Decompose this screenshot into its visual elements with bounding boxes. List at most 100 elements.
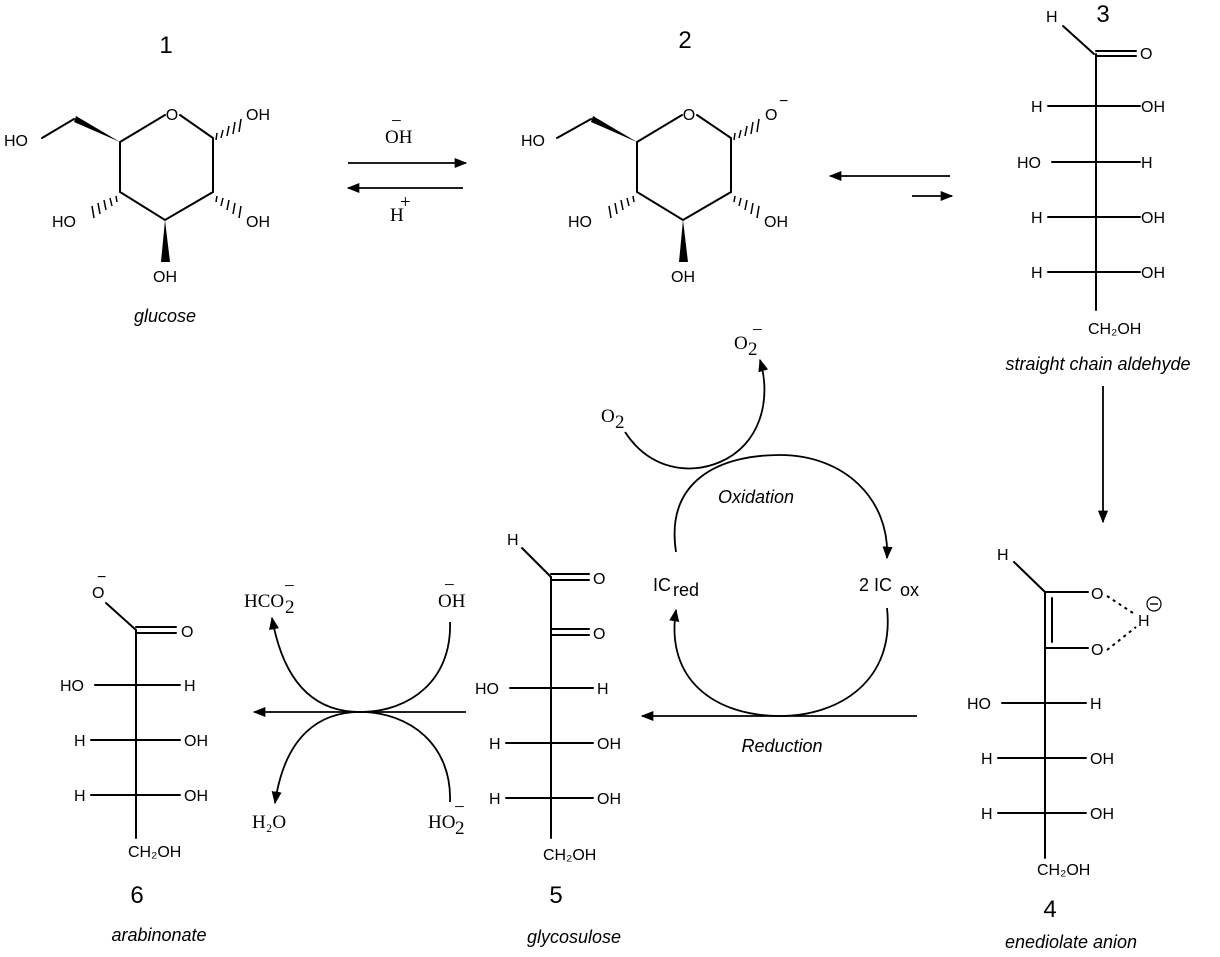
atom-label: O xyxy=(1140,46,1152,63)
wedge-bond xyxy=(679,220,688,262)
atom-label: OH xyxy=(184,788,208,805)
formate-label: HCO xyxy=(244,591,284,612)
atom-label: H xyxy=(507,532,519,549)
atom-label: O xyxy=(181,624,193,641)
compound-3-name: straight chain aldehyde xyxy=(1005,354,1190,374)
atom-label: OH xyxy=(1090,806,1114,823)
oxygen-label: O xyxy=(601,406,615,427)
compound-4-name: enediolate anion xyxy=(1005,932,1137,952)
compound-2-number: 2 xyxy=(678,27,691,54)
atom-label: HO xyxy=(967,696,991,713)
compound-1-name: glucose xyxy=(134,306,196,326)
compound-2: 2 O HO O − OH OH HO xyxy=(521,27,788,286)
atom-label: CH₂OH xyxy=(128,844,181,861)
oxidation-label: Oxidation xyxy=(718,487,794,507)
atom-label: H xyxy=(1141,155,1153,172)
atom-label: HO xyxy=(475,681,499,698)
catalyst-reduced-sub: red xyxy=(673,580,699,600)
atom-label: HO xyxy=(568,214,592,231)
atom-label: O xyxy=(92,585,104,602)
compound-3: 3 H O H OH HO H H OH H OH CH₂OH straight… xyxy=(1005,1,1190,374)
hash-bond xyxy=(91,195,118,219)
compound-6-number: 6 xyxy=(130,882,143,909)
cleavage-step: HCO 2 − OH − H₂O HO 2 − xyxy=(244,575,466,839)
atom-label: OH xyxy=(246,107,270,124)
atom-label: HO xyxy=(52,214,76,231)
compound-5-number: 5 xyxy=(549,882,562,909)
compound-5-name: glycosulose xyxy=(527,927,621,947)
water-label: H₂O xyxy=(252,812,286,833)
superoxide-label: O xyxy=(734,333,748,354)
atom-label: H xyxy=(1031,210,1043,227)
hydroxide-label: OH xyxy=(438,591,466,612)
svg-text:−: − xyxy=(454,797,465,818)
atom-label: O xyxy=(593,626,605,643)
svg-text:2: 2 xyxy=(748,339,758,360)
atom-label: OH xyxy=(1141,210,1165,227)
atom-label: H xyxy=(597,681,609,698)
atom-label: H xyxy=(981,751,993,768)
compound-1-number: 1 xyxy=(159,32,172,59)
compound-3-number: 3 xyxy=(1096,1,1109,28)
compound-1: 1 O HO OH OH OH HO glucose xyxy=(4,32,270,326)
atom-label: HO xyxy=(1017,155,1041,172)
catalyst-reduced: IC xyxy=(653,575,671,595)
atom-label: H xyxy=(489,736,501,753)
compound-5: H O O HO H H OH H OH CH₂OH 5 glycosulose xyxy=(475,532,621,947)
atom-label: H xyxy=(1031,265,1043,282)
atom-label: H xyxy=(1138,613,1150,630)
atom-label: H xyxy=(997,547,1009,564)
compound-6: O − O HO H H OH H OH CH₂OH 6 arabinonate xyxy=(60,569,208,945)
atom-label: OH xyxy=(597,736,621,753)
svg-text:2: 2 xyxy=(285,597,295,618)
svg-text:+: + xyxy=(400,192,411,213)
catalytic-cycle: O 2 O 2 − Oxidation IC red 2 IC ox Reduc… xyxy=(601,320,919,756)
atom-label: CH₂OH xyxy=(1088,321,1141,338)
compound-6-name: arabinonate xyxy=(111,925,206,945)
ring-oxygen: O xyxy=(683,107,695,124)
atom-label: O xyxy=(1091,586,1103,603)
atom-label: OH xyxy=(246,214,270,231)
wedge-bond xyxy=(161,220,170,262)
hash-bond xyxy=(733,118,760,141)
wedge-bond xyxy=(74,116,120,142)
hash-bond xyxy=(733,195,760,219)
atom-label: OH xyxy=(153,269,177,286)
atom-label: H xyxy=(981,806,993,823)
atom-label: O xyxy=(593,571,605,588)
atom-label: HO xyxy=(60,678,84,695)
atom-label: OH xyxy=(1090,751,1114,768)
wedge-bond xyxy=(591,116,637,142)
atom-label: H xyxy=(1090,696,1102,713)
peroxide-label: HO xyxy=(428,812,455,833)
atom-label: HO xyxy=(521,133,545,150)
atom-label: O xyxy=(1091,642,1103,659)
atom-label: O xyxy=(765,107,777,124)
atom-label: H xyxy=(74,788,86,805)
charge-minus: − xyxy=(97,569,106,586)
atom-label: OH xyxy=(597,791,621,808)
atom-label: CH₂OH xyxy=(1037,862,1090,879)
hydroxide-label: OH xyxy=(385,127,413,148)
atom-label: H xyxy=(489,791,501,808)
catalyst-oxidized: 2 IC xyxy=(859,575,892,595)
equilibrium-1-2: OH − H + xyxy=(346,111,468,226)
svg-text:−: − xyxy=(444,575,455,596)
atom-label: OH xyxy=(671,269,695,286)
atom-label: H xyxy=(74,733,86,750)
reduction-label: Reduction xyxy=(741,736,822,756)
svg-text:−: − xyxy=(284,576,295,597)
hash-bond xyxy=(608,195,635,219)
compound-4-number: 4 xyxy=(1043,896,1056,923)
charge-minus: − xyxy=(779,93,788,110)
atom-label: H xyxy=(1031,99,1043,116)
atom-label: H xyxy=(1046,9,1058,26)
hash-bond xyxy=(215,195,242,219)
atom-label: OH xyxy=(1141,99,1165,116)
atom-label: OH xyxy=(1141,265,1165,282)
equilibrium-2-3 xyxy=(828,170,954,202)
svg-text:2: 2 xyxy=(455,818,465,839)
svg-text:2: 2 xyxy=(615,412,625,433)
svg-text:−: − xyxy=(752,320,763,341)
